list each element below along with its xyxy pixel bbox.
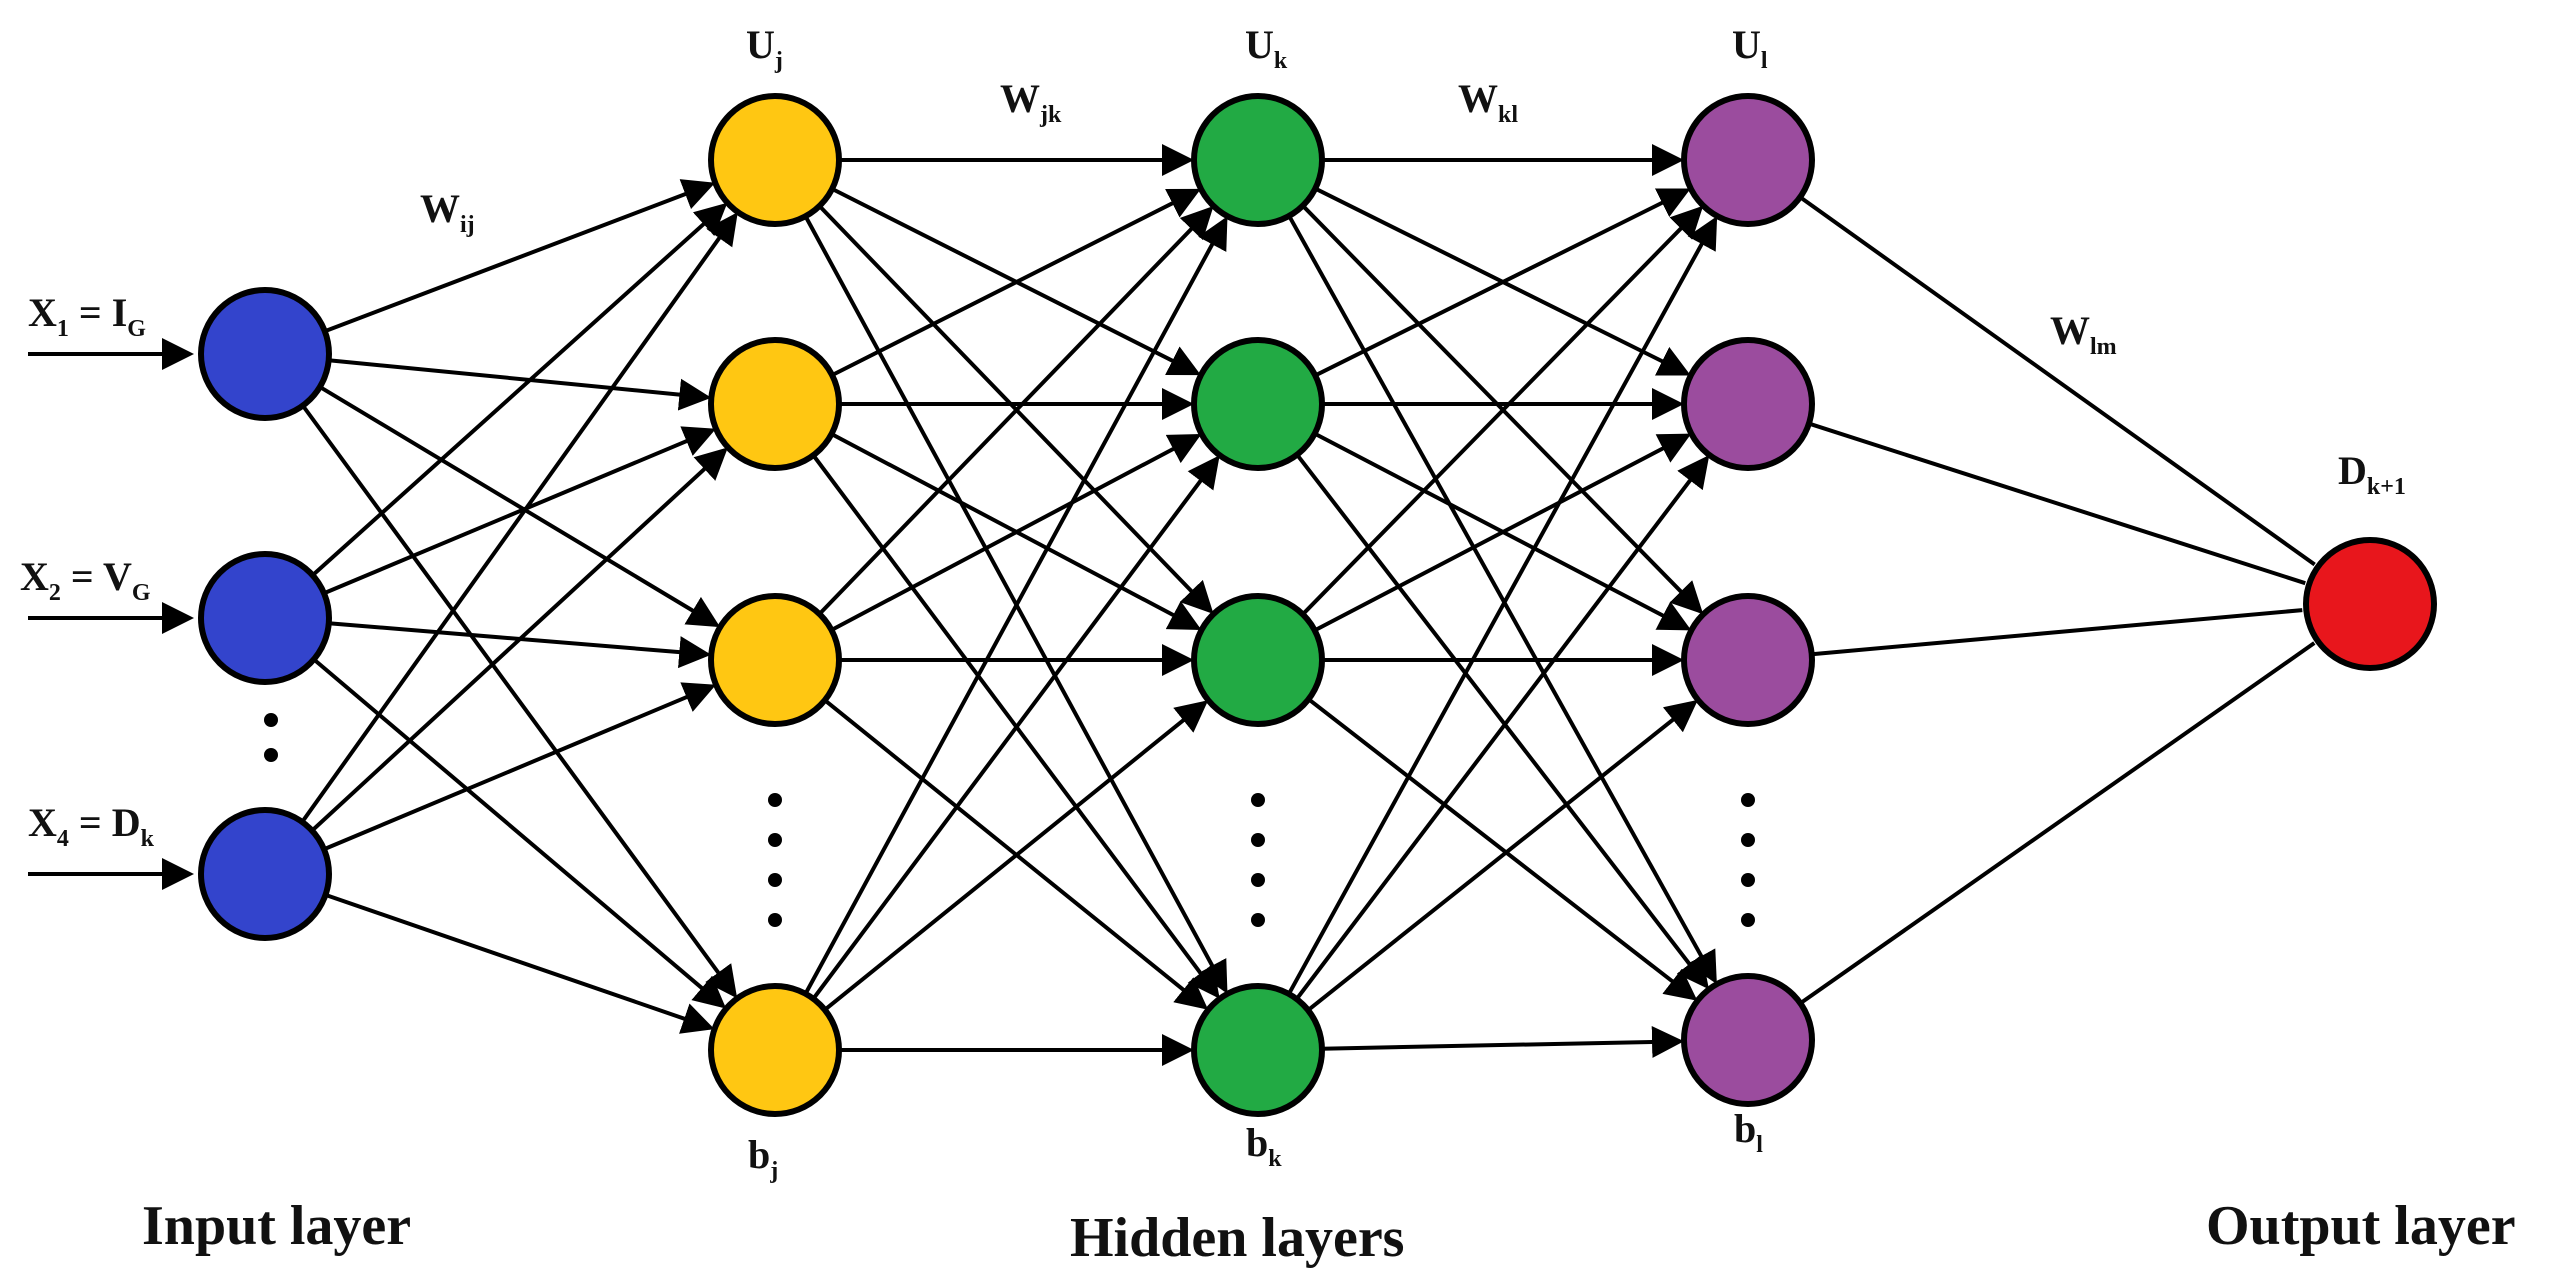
connection-hidden1-to-hidden2	[818, 206, 1214, 616]
connection-input-to-hidden1	[301, 404, 738, 999]
label-u-l: Ul	[1732, 22, 1768, 74]
connection-input-to-hidden1	[324, 179, 716, 334]
connection-hidden2-to-hidden3	[1295, 453, 1709, 990]
connection-hidden2-to-hidden3	[1287, 214, 1717, 985]
hidden1-neuron-1	[708, 93, 842, 227]
connection-hidden2-to-hidden3	[1307, 697, 1698, 1001]
hidden3-neuron-1	[1681, 93, 1815, 227]
connection-input-to-hidden1	[323, 682, 716, 852]
label-output-d: Dk+1	[2338, 448, 2406, 500]
connection-hidden3-to-output	[1799, 641, 2316, 1005]
hidden2-ellipsis-dot	[1251, 793, 1265, 807]
connection-input-to-hidden1	[323, 426, 716, 596]
input-neuron-3	[198, 807, 332, 941]
label-b-k: bk	[1246, 1120, 1282, 1172]
hidden3-ellipsis-dot	[1741, 793, 1755, 807]
hidden3-neuron-4	[1681, 973, 1815, 1107]
label-w-jk: Wjk	[1000, 76, 1062, 128]
connection-input-to-hidden1	[311, 202, 728, 577]
label-w-lm: Wlm	[2050, 308, 2117, 360]
connection-hidden1-to-hidden2	[823, 700, 1209, 1012]
hidden3-ellipsis-dot	[1741, 873, 1755, 887]
hidden2-neuron-4	[1191, 983, 1325, 1117]
connection-input-to-hidden1	[300, 212, 738, 824]
connection-hidden1-to-hidden2	[831, 188, 1201, 377]
connection-hidden2-to-hidden3	[1306, 699, 1698, 1012]
connection-input-to-hidden1	[312, 657, 727, 1009]
input-ellipsis-dot	[264, 713, 278, 727]
connection-hidden2-to-hidden3	[1301, 205, 1704, 616]
output-layer-title: Output layer	[2206, 1195, 2516, 1257]
hidden2-neuron-1	[1191, 93, 1325, 227]
input-arrows	[28, 338, 194, 890]
input-ellipsis-dot	[264, 748, 278, 762]
hidden3-ellipsis-dot	[1741, 833, 1755, 847]
ellipsis-dots	[264, 713, 1755, 927]
hidden1-ellipsis-dot	[768, 913, 782, 927]
connection-hidden2-to-hidden3	[1295, 454, 1710, 1001]
label-w-kl: Wkl	[1458, 76, 1518, 128]
input-neuron-1	[198, 287, 332, 421]
input-label-1: X1 = IG	[28, 290, 146, 342]
connections	[300, 144, 2316, 1066]
hidden2-neuron-3	[1191, 593, 1325, 727]
connection-input-to-hidden1	[324, 892, 715, 1034]
input-neuron-2	[198, 551, 332, 685]
hidden3-neuron-2	[1681, 337, 1815, 471]
input-layer-title: Input layer	[142, 1195, 411, 1257]
connection-hidden3-to-output	[1798, 195, 2316, 567]
connection-hidden1-to-hidden2	[830, 433, 1202, 632]
connection-hidden3-to-output	[1808, 421, 2306, 586]
connection-hidden1-to-hidden2	[811, 455, 1220, 1000]
connection-hidden1-to-hidden2	[803, 216, 1228, 995]
hidden1-ellipsis-dot	[768, 833, 782, 847]
label-b-j: bj	[748, 1132, 778, 1184]
connection-input-to-hidden1	[328, 358, 712, 411]
hidden1-ellipsis-dot	[768, 873, 782, 887]
hidden1-neuron-3	[708, 593, 842, 727]
hidden2-ellipsis-dot	[1251, 913, 1265, 927]
hidden3-neuron-3	[1681, 593, 1815, 727]
hidden1-neuron-2	[708, 337, 842, 471]
connection-hidden2-to-hidden3	[1287, 216, 1718, 995]
neurons	[198, 93, 2437, 1117]
connection-hidden3-to-output	[1811, 608, 2303, 657]
connection-hidden2-to-hidden3	[1314, 188, 1691, 378]
output-neuron-1	[2303, 537, 2437, 671]
hidden2-ellipsis-dot	[1251, 833, 1265, 847]
label-b-l: bl	[1734, 1106, 1763, 1158]
label-u-k: Uk	[1245, 22, 1288, 74]
label-u-j: Uj	[746, 22, 783, 74]
hidden1-ellipsis-dot	[768, 793, 782, 807]
hidden1-neuron-4	[708, 983, 842, 1117]
connection-input-to-hidden1	[318, 385, 721, 628]
input-label-2: X2 = VG	[20, 554, 151, 606]
input-label-3: X4 = Dk	[28, 800, 155, 852]
connection-hidden2-to-hidden3	[1321, 1025, 1685, 1058]
connection-hidden2-to-hidden3	[1313, 433, 1692, 633]
label-w-ij: Wij	[420, 186, 475, 238]
hidden2-neuron-2	[1191, 337, 1325, 471]
connection-input-to-hidden1	[310, 447, 728, 833]
hidden3-ellipsis-dot	[1741, 913, 1755, 927]
hidden-layers-title: Hidden layers	[1070, 1207, 1404, 1269]
hidden2-ellipsis-dot	[1251, 873, 1265, 887]
